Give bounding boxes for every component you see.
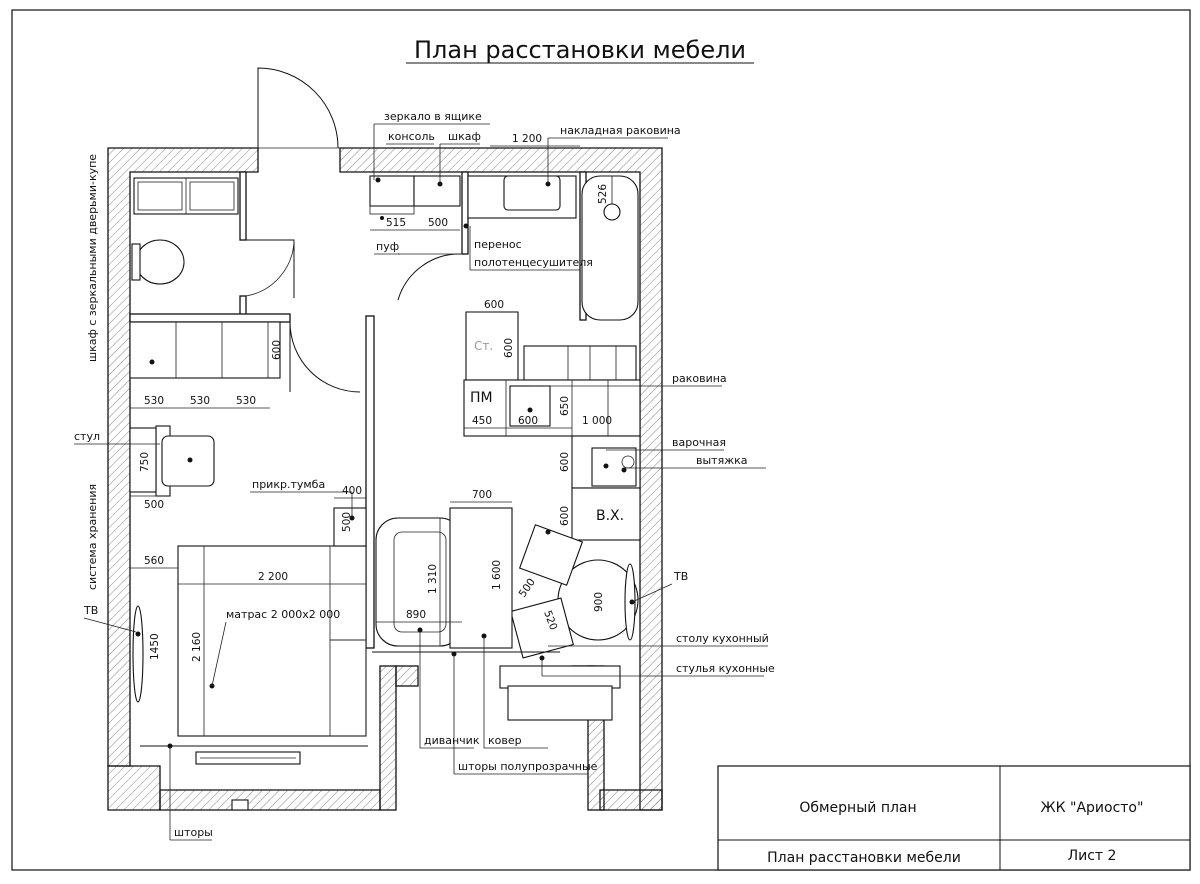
dining — [510, 524, 639, 661]
label-sofa: диванчик — [424, 734, 480, 747]
overlay-sink-icon — [503, 175, 561, 211]
label-pm: ПМ — [470, 390, 493, 406]
hob-icon — [591, 447, 637, 487]
stamp-sheet-no: Лист 2 — [1068, 848, 1117, 864]
dim-750: 750 — [139, 452, 151, 472]
dim-400: 400 — [342, 485, 362, 497]
label-pouf: пуф — [376, 240, 399, 253]
dim-500-c: 500 — [341, 512, 353, 532]
label-tv-right: ТВ — [673, 570, 688, 583]
carpet-icon — [449, 507, 513, 649]
label-kitchen-chairs: стулья кухонные — [676, 662, 775, 675]
bedroom — [129, 425, 368, 749]
dim-500-b: 500 — [144, 499, 164, 511]
dim-1600: 1 600 — [491, 560, 503, 590]
label-vh: В.Х. — [596, 508, 624, 524]
sheet-frame — [11, 9, 1191, 871]
dim-450: 450 — [472, 415, 492, 427]
stamp-sheet-name: План расстановки мебели — [767, 850, 961, 866]
dim-600-b: 600 — [503, 338, 515, 358]
doors — [245, 67, 463, 393]
dim-530-c: 530 — [236, 395, 256, 407]
kitchen — [463, 311, 641, 541]
dim-600-e: 600 — [559, 452, 571, 472]
dim-600-d: 600 — [518, 415, 538, 427]
annotations: зеркало в ящике консоль шкаф накладная р… — [74, 110, 775, 841]
walls — [107, 147, 663, 811]
label-cabinet: шкаф — [448, 130, 481, 143]
dim-600-c: 600 — [271, 340, 283, 360]
wc-room — [131, 177, 239, 285]
stamp-plan-type: Обмерный план — [799, 800, 916, 816]
title-block: Обмерный план ЖК "Ариосто" План расстано… — [717, 765, 1191, 871]
bed-icon — [177, 545, 367, 737]
label-console: консоль — [388, 130, 435, 143]
stamp-project: ЖК "Ариосто" — [1041, 800, 1144, 816]
bedside-icon — [333, 507, 367, 547]
label-mirror-box: зеркало в ящике — [384, 110, 482, 123]
label-kitchen-table: столу кухонный — [676, 632, 769, 645]
kitchen-sink-icon — [509, 385, 551, 427]
label-sink: раковина — [672, 372, 727, 385]
dim-1450: 1450 — [149, 633, 161, 660]
label-hob: варочная — [672, 436, 726, 449]
label-towel-move-2: полотенцесушителя — [474, 256, 593, 269]
label-hood: вытяжка — [696, 454, 748, 467]
label-towel-move-1: перенос — [474, 238, 522, 251]
label-wardrobe: шкаф с зеркальными дверьми-купе — [86, 154, 99, 362]
bathtub-icon — [581, 175, 639, 321]
label-overlay-sink: накладная раковина — [560, 124, 681, 137]
dim-500-d: 500 — [517, 576, 538, 599]
toilet-icon — [135, 239, 185, 285]
dim-2160: 2 160 — [191, 632, 203, 662]
label-tv-left: ТВ — [83, 604, 98, 617]
plan-title: План расстановки мебели — [414, 36, 746, 64]
dim-530-b: 530 — [190, 395, 210, 407]
sofa-icon — [375, 517, 463, 647]
dim-515: 515 — [386, 217, 406, 229]
label-bedside: прикр.тумба — [252, 478, 325, 491]
dim-600-a: 600 — [484, 299, 504, 311]
label-mattress: матрас 2 000х2 000 — [226, 608, 340, 621]
label-curtains: шторы — [174, 826, 213, 839]
dim-530-a: 530 — [144, 395, 164, 407]
label-storage: система хранения — [86, 484, 99, 590]
dim-1000: 1 000 — [582, 415, 612, 427]
dim-500-a: 500 — [428, 217, 448, 229]
label-carpet: ковер — [488, 734, 522, 747]
wardrobe — [129, 321, 281, 379]
dim-890: 890 — [406, 609, 426, 621]
fridge-icon — [465, 311, 519, 381]
label-sheer-curtains: шторы полупрозрачные — [458, 760, 598, 773]
dim-600-f: 600 — [559, 506, 571, 526]
dim-900: 900 — [593, 592, 605, 612]
dim-700: 700 — [472, 489, 492, 501]
bathroom — [369, 175, 639, 321]
label-chair: стул — [74, 430, 100, 443]
dim-560: 560 — [144, 555, 164, 567]
label-st: Ст. — [474, 339, 493, 353]
dim-1200: 1 200 — [512, 133, 542, 145]
tv-left-icon — [132, 605, 144, 703]
dim-1310: 1 310 — [427, 564, 439, 594]
living — [372, 507, 560, 657]
dim-2200: 2 200 — [258, 571, 288, 583]
dim-650: 650 — [559, 396, 571, 416]
dim-526: 526 — [597, 184, 609, 204]
